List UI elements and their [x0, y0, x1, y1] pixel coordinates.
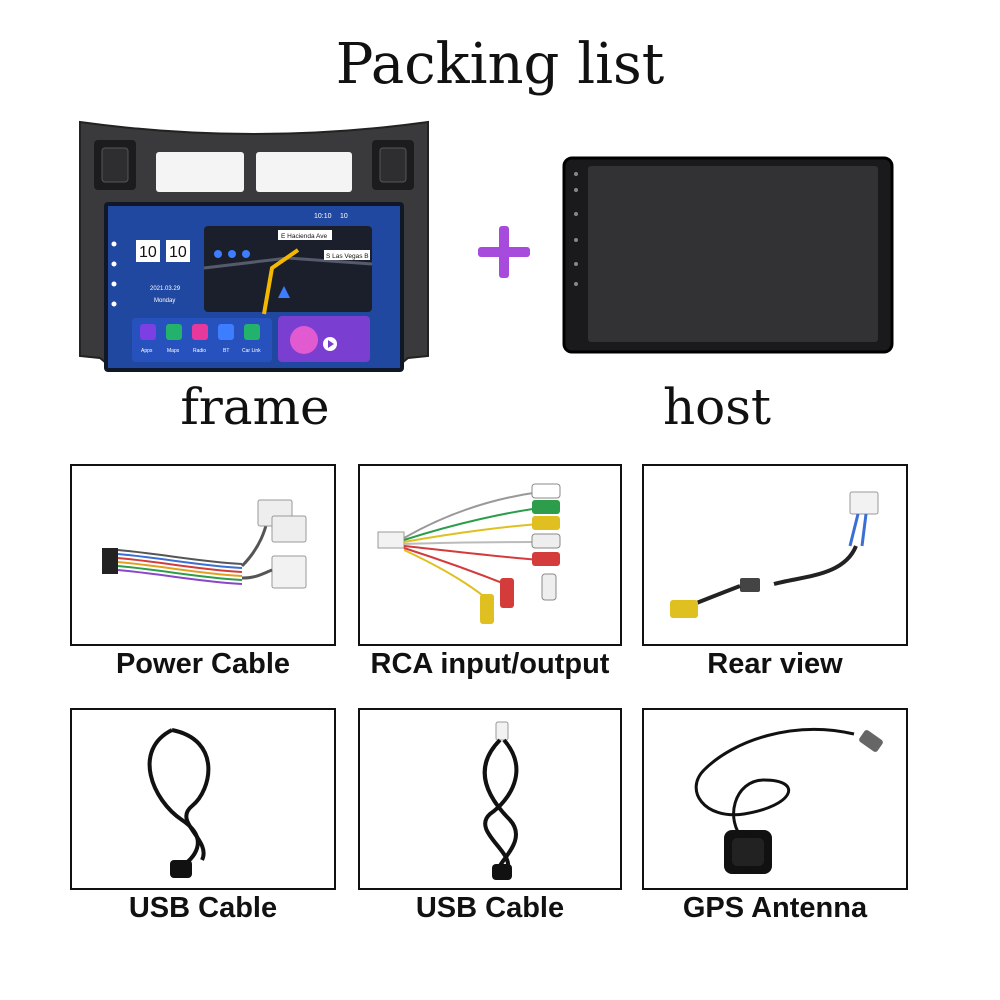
app-label-carlink: Car Link	[242, 348, 261, 354]
usb-cable-icon	[482, 721, 519, 880]
frame-label: frame	[180, 378, 330, 436]
item-box-usb-cable-2	[358, 708, 622, 890]
usb-cable-icon	[147, 728, 211, 878]
gps-antenna-icon	[694, 727, 883, 874]
item-box-rca	[358, 464, 622, 646]
status-battery: 10	[340, 213, 348, 220]
app-label-maps: Maps	[167, 348, 180, 354]
item-box-gps-antenna	[642, 708, 908, 890]
item-box-rear-view	[642, 464, 908, 646]
host-label: host	[662, 378, 772, 436]
host-image	[562, 156, 894, 354]
item-box-power-cable	[70, 464, 336, 646]
clock-hours: 10	[139, 244, 157, 261]
caption-usb-cable-2: USB Cable	[415, 892, 565, 924]
status-time: 10:10	[314, 213, 332, 220]
app-label-radio: Radio	[193, 348, 206, 354]
caption-rca: RCA input/output	[370, 648, 610, 680]
item-box-usb-cable-1	[70, 708, 336, 890]
map-street-1: E Hacienda Ave	[281, 233, 328, 240]
rear-view-cable-icon	[670, 491, 879, 618]
rca-cable-icon	[377, 483, 561, 624]
map-street-2: S Las Vegas B	[326, 253, 369, 260]
app-label-apps: Apps	[141, 348, 153, 354]
page-title: Packing list	[335, 32, 665, 97]
frame-image: 10:10 10 10 10 2021.03.29 Monday E Hacie…	[79, 120, 429, 372]
caption-usb-cable-1: USB Cable	[128, 892, 278, 924]
clock-minutes: 10	[169, 244, 187, 261]
clock-weekday: Monday	[154, 298, 175, 304]
caption-rear-view: Rear view	[707, 648, 843, 680]
plus-icon	[478, 226, 530, 278]
caption-power-cable: Power Cable	[115, 648, 291, 680]
app-label-bt: BT	[223, 348, 229, 354]
caption-gps-antenna: GPS Antenna	[682, 892, 868, 924]
clock-date: 2021.03.29	[150, 286, 181, 292]
power-cable-harness-icon	[102, 499, 307, 589]
